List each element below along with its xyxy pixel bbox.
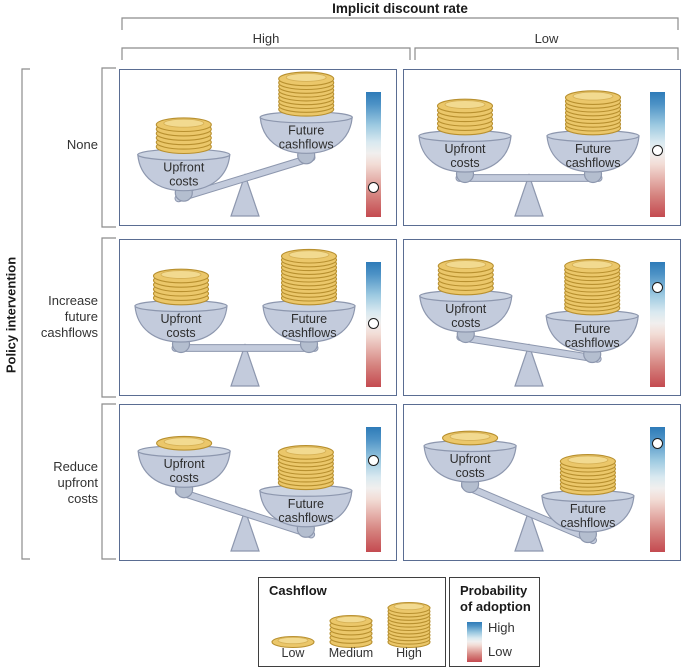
adoption-gradient-bar bbox=[650, 427, 665, 552]
svg-text:Future: Future bbox=[570, 502, 606, 516]
svg-text:cashflows: cashflows bbox=[279, 137, 334, 151]
adoption-gradient-bar bbox=[366, 262, 381, 387]
svg-text:Future: Future bbox=[575, 142, 611, 156]
svg-text:costs: costs bbox=[451, 316, 480, 330]
svg-text:costs: costs bbox=[455, 466, 484, 480]
probability-legend: Probability of adoption High Low bbox=[449, 577, 540, 667]
row-label-reduce-upfront-costs: Reduce upfront costs bbox=[53, 459, 98, 506]
svg-text:Future: Future bbox=[291, 312, 327, 326]
cashflow-level-label-low: Low bbox=[281, 646, 305, 660]
adoption-probability-dot bbox=[368, 181, 379, 193]
adoption-probability-dot bbox=[368, 317, 379, 329]
row-label-none: None bbox=[66, 137, 98, 152]
svg-text:Upfront: Upfront bbox=[445, 142, 487, 156]
svg-text:Upfront: Upfront bbox=[164, 457, 206, 471]
adoption-probability-dot bbox=[652, 281, 663, 293]
column-label-low: Low bbox=[534, 31, 559, 46]
cashflow-legend-coins bbox=[271, 601, 431, 649]
cashflow-legend: Cashflow Low Medium High bbox=[258, 577, 446, 667]
svg-text:cashflows: cashflows bbox=[282, 326, 337, 340]
adoption-gradient-bar bbox=[366, 92, 381, 217]
svg-text:Upfront: Upfront bbox=[163, 161, 205, 175]
adoption-gradient-bar bbox=[650, 262, 665, 387]
probability-gradient-swatch bbox=[467, 622, 482, 662]
svg-text:Future: Future bbox=[574, 322, 610, 336]
svg-text:costs: costs bbox=[166, 326, 195, 340]
column-axis-title: Implicit discount rate bbox=[332, 1, 468, 16]
adoption-gradient-bar bbox=[650, 92, 665, 217]
adoption-probability-dot bbox=[652, 437, 663, 449]
probability-legend-title: Probability of adoption bbox=[460, 583, 531, 614]
adoption-gradient-bar bbox=[366, 427, 381, 552]
svg-text:costs: costs bbox=[170, 471, 199, 485]
svg-text:cashflows: cashflows bbox=[560, 516, 615, 530]
row-axis-title: Policy intervention bbox=[3, 256, 19, 374]
svg-text:cashflows: cashflows bbox=[565, 336, 620, 350]
cashflow-level-label-high: High bbox=[396, 646, 422, 660]
svg-text:cashflows: cashflows bbox=[566, 156, 621, 170]
svg-text:Upfront: Upfront bbox=[445, 302, 487, 316]
adoption-probability-dot bbox=[652, 145, 663, 157]
svg-text:costs: costs bbox=[450, 156, 479, 170]
cashflow-level-label-medium: Medium bbox=[328, 646, 374, 660]
svg-text:costs: costs bbox=[169, 175, 198, 189]
probability-low-label: Low bbox=[488, 644, 512, 659]
svg-text:Future: Future bbox=[288, 123, 324, 137]
column-label-high: High bbox=[252, 31, 280, 46]
probability-high-label: High bbox=[488, 620, 515, 635]
svg-text:cashflows: cashflows bbox=[278, 511, 333, 525]
cashflow-legend-title: Cashflow bbox=[269, 583, 327, 598]
row-label-increase-future-cashflows: Increase future cashflows bbox=[40, 293, 98, 340]
adoption-probability-dot bbox=[368, 455, 379, 467]
svg-text:Upfront: Upfront bbox=[161, 312, 203, 326]
svg-text:Future: Future bbox=[288, 497, 324, 511]
svg-text:Upfront: Upfront bbox=[450, 452, 492, 466]
